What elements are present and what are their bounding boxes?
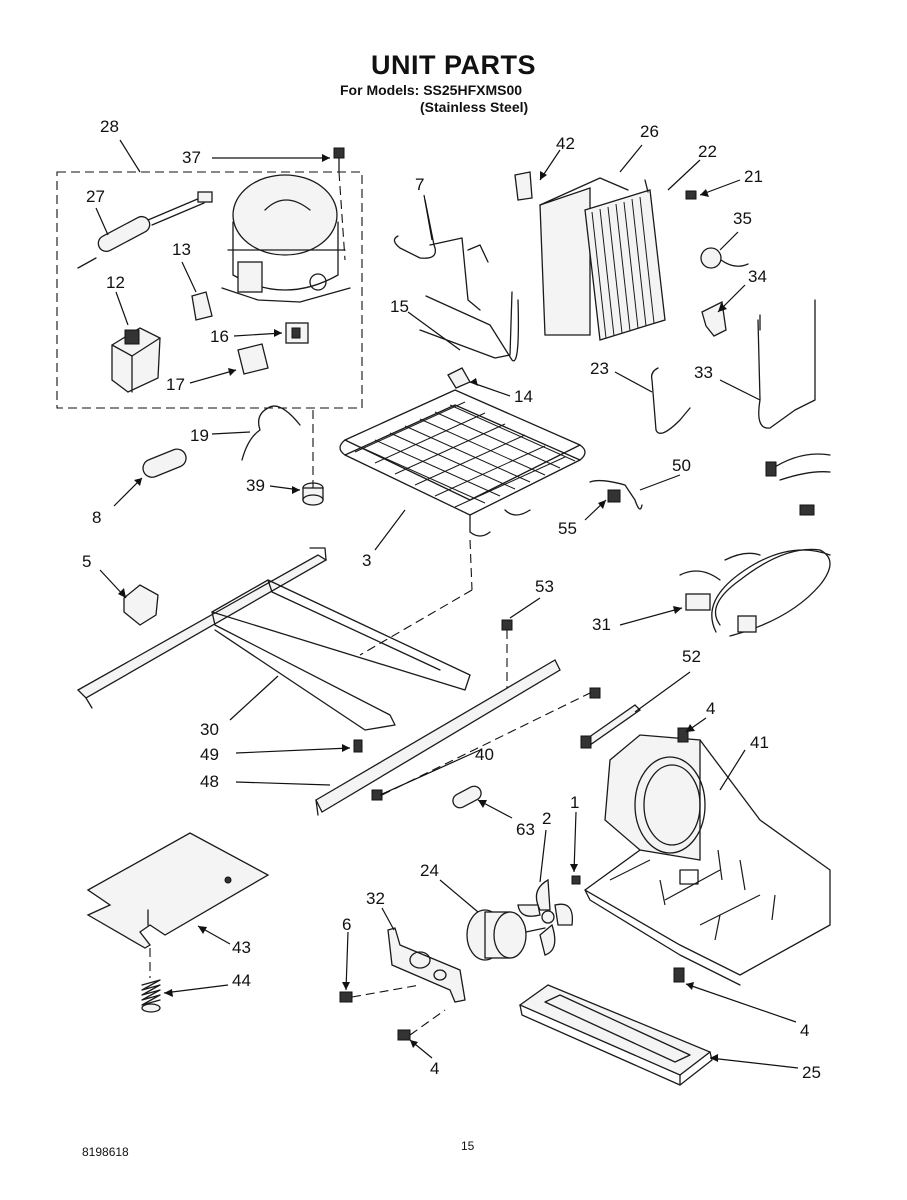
screw-21-drawing <box>685 190 697 200</box>
condenser-drawing <box>514 171 666 341</box>
bracket-32-drawing <box>387 927 466 1003</box>
leader-lines <box>95 139 799 1069</box>
callout-6: 6 <box>342 915 351 934</box>
screw-6-drawing <box>339 991 353 1003</box>
screw-37-drawing <box>333 147 345 173</box>
clip-5-drawing <box>123 584 159 626</box>
callout-16: 16 <box>210 327 229 346</box>
screw-49-drawing <box>353 739 363 753</box>
callout-19: 19 <box>190 426 209 445</box>
cable-50-drawing <box>589 479 643 510</box>
fan-blade-drawing <box>517 878 574 956</box>
tube-7-drawing <box>393 199 437 259</box>
callout-40: 40 <box>475 745 494 764</box>
callout-12: 12 <box>106 273 125 292</box>
screw-4-shroud-drawing <box>673 967 685 983</box>
compressor-kit-boundary <box>56 171 363 409</box>
callout-33: 33 <box>694 363 713 382</box>
callout-31: 31 <box>592 615 611 634</box>
callout-23: 23 <box>590 359 609 378</box>
clip-1-drawing <box>571 875 581 885</box>
callout-39: 39 <box>246 476 265 495</box>
relay-12-drawing <box>111 327 161 393</box>
strap-52-drawing <box>583 704 642 746</box>
wire-19-drawing <box>241 405 301 461</box>
part-35-drawing <box>700 247 722 269</box>
callout-1: 1 <box>570 793 579 812</box>
callout-55: 55 <box>558 519 577 538</box>
callout-37: 37 <box>182 148 201 167</box>
callout-labels: 28 37 27 13 12 16 17 7 15 14 19 8 39 3 4… <box>82 117 821 1082</box>
screw-4-top-drawing <box>677 727 689 743</box>
callout-13: 13 <box>172 240 191 259</box>
tube-15-drawing <box>419 291 513 359</box>
callout-28: 28 <box>100 117 119 136</box>
callout-48: 48 <box>200 772 219 791</box>
hook-23-drawing <box>650 367 691 434</box>
callout-44: 44 <box>232 971 251 990</box>
screw-40-drawing <box>589 687 601 699</box>
drain-pan-drawing <box>518 984 713 1086</box>
callout-4-top: 4 <box>706 699 715 718</box>
screw-4-bottom-drawing <box>397 1029 411 1041</box>
page-number: 15 <box>461 1139 475 1153</box>
start-device-drawing <box>77 191 213 269</box>
callout-3: 3 <box>362 551 371 570</box>
evaporator-coil-drawing <box>339 389 586 537</box>
base-rail-drawing <box>76 547 471 731</box>
callout-52: 52 <box>682 647 701 666</box>
callout-14: 14 <box>514 387 533 406</box>
callout-7: 7 <box>415 175 424 194</box>
callout-32: 32 <box>366 889 385 908</box>
fan-motor-drawing <box>466 909 546 961</box>
models-line: For Models: SS25HFXMS00 <box>340 82 523 98</box>
clip-14-drawing <box>447 367 471 389</box>
callout-41: 41 <box>750 733 769 752</box>
callout-22: 22 <box>698 142 717 161</box>
clip-13-drawing <box>191 291 213 321</box>
callout-42: 42 <box>556 134 575 153</box>
callout-5: 5 <box>82 552 91 571</box>
compressor-drawing <box>221 174 351 303</box>
callout-27: 27 <box>86 187 105 206</box>
callout-4-shroud: 4 <box>800 1021 809 1040</box>
callout-35: 35 <box>733 209 752 228</box>
callout-8: 8 <box>92 508 101 527</box>
spring-44-drawing <box>141 948 161 1013</box>
tube-33-drawing <box>757 311 816 429</box>
document-number: 8198618 <box>82 1145 129 1159</box>
screw-55-drawing <box>607 489 621 503</box>
callout-2: 2 <box>542 809 551 828</box>
callout-50: 50 <box>672 456 691 475</box>
callout-25: 25 <box>802 1063 821 1082</box>
grommet-39-drawing <box>302 482 324 506</box>
callout-63: 63 <box>516 820 535 839</box>
callout-17: 17 <box>166 375 185 394</box>
callout-4-bottom: 4 <box>430 1059 439 1078</box>
callout-34: 34 <box>748 267 767 286</box>
part-17-drawing <box>237 343 269 375</box>
drain-plate-drawing <box>86 832 270 949</box>
callout-49: 49 <box>200 745 219 764</box>
callout-15: 15 <box>390 297 409 316</box>
wiring-harness-drawing <box>679 453 831 637</box>
finish-line: (Stainless Steel) <box>420 99 529 115</box>
page-title: UNIT PARTS <box>371 50 536 80</box>
callout-53: 53 <box>535 577 554 596</box>
rail-48-drawing <box>315 659 561 813</box>
screw-53-drawing <box>501 619 513 631</box>
callout-43: 43 <box>232 938 251 957</box>
fan-shroud-drawing <box>584 734 831 986</box>
callout-26: 26 <box>640 122 659 141</box>
callout-24: 24 <box>420 861 439 880</box>
callout-30: 30 <box>200 720 219 739</box>
part-8-drawing <box>142 448 187 478</box>
callout-21: 21 <box>744 167 763 186</box>
part-63-drawing <box>452 785 482 809</box>
